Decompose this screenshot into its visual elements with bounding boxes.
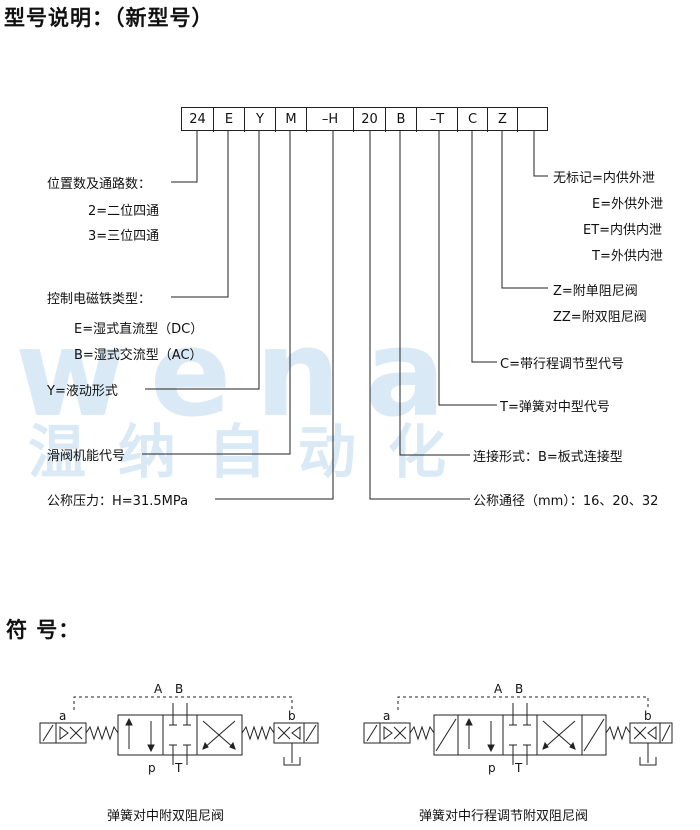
label-connection: 连接形式：B=板式连接型 — [473, 450, 623, 465]
solenoid-b — [303, 722, 319, 744]
stroke-adjust-right — [581, 714, 607, 756]
leader-hydraulic — [145, 131, 260, 390]
symbol-1-caption: 弹簧对中附双阻尼阀 — [107, 809, 225, 824]
code-box-y: Y — [245, 108, 276, 132]
code-box-t: –T — [417, 108, 458, 132]
leader-lines — [142, 131, 548, 500]
port-a-label: A — [494, 682, 503, 696]
label-stroke-c: C=带行程调节型代号 — [500, 357, 624, 372]
code-box-m: M — [276, 108, 307, 132]
label-drain-none: 无标记=内供外泄 — [553, 171, 655, 186]
spring-left — [85, 725, 119, 741]
code-box-z: Z — [488, 108, 518, 132]
symbol-2-caption: 弹簧对中行程调节附双阻尼阀 — [419, 809, 589, 824]
watermark-company: 温纳自动化 — [28, 418, 479, 486]
label-damper-z: Z=附单阻尼阀 — [553, 284, 638, 299]
pilot-b-label: b — [644, 709, 652, 723]
solenoid-b — [659, 722, 673, 744]
label-drain-et: ET=内供内泄 — [583, 223, 663, 238]
label-drain-e: E=外供外泄 — [592, 197, 664, 212]
leader-function — [142, 131, 291, 455]
port-b-label: B — [515, 682, 523, 696]
port-t-label: T — [514, 761, 523, 775]
label-diameter: 公称通径（mm）：16、20、32 — [473, 494, 659, 509]
valve-symbol-2: A B p T a b — [363, 682, 673, 775]
symbol-title: 符 号： — [6, 618, 81, 642]
pilot-b-label: b — [288, 709, 296, 723]
label-pressure: 公称压力：H=31.5MPa — [47, 494, 189, 509]
label-solenoid-b: B=湿式交流型（AC） — [74, 348, 203, 363]
valve-envelope-left — [117, 714, 164, 756]
label-solenoid-title: 控制电磁铁类型： — [47, 292, 152, 307]
watermark-logo: wena — [15, 305, 470, 444]
pilot-a-label: a — [59, 709, 66, 723]
code-box-b: B — [386, 108, 417, 132]
pilot-dashed-line — [73, 696, 293, 710]
spring-right — [241, 725, 275, 741]
port-p-label: p — [148, 761, 156, 775]
label-positions-2: 2=二位四通 — [88, 204, 160, 219]
leader-connection — [399, 131, 470, 456]
valve-envelope-center — [502, 714, 538, 756]
port-t-label: T — [174, 761, 183, 775]
valve-envelope-center — [162, 714, 198, 756]
label-drain-t: T=外供内泄 — [592, 249, 663, 264]
label-hydraulic: Y=液动形式 — [47, 384, 118, 399]
label-solenoid-e: E=湿式直流型（DC） — [74, 322, 204, 337]
label-function: 滑阀机能代号 — [47, 449, 126, 464]
spring-right — [605, 725, 631, 741]
port-p-label: p — [488, 761, 496, 775]
code-box-h: –H — [307, 108, 354, 132]
leader-diameter — [369, 131, 470, 500]
code-box-c: C — [458, 108, 488, 132]
pilot-a-label: a — [383, 709, 390, 723]
leader-drain — [533, 131, 548, 177]
valve-symbol-1: A B p T a b — [39, 682, 319, 775]
leader-stroke — [471, 131, 497, 363]
port-b-label: B — [175, 682, 183, 696]
code-box-e: E — [214, 108, 245, 132]
leader-solenoid — [171, 131, 229, 298]
leader-spring — [438, 131, 497, 406]
valve-envelope-left — [457, 714, 504, 756]
model-title: 型号说明：（新型号） — [4, 6, 214, 30]
spring-left — [409, 725, 435, 741]
label-damper-zz: ZZ=附双阻尼阀 — [553, 310, 647, 325]
leader-positions — [171, 131, 198, 183]
leader-damper — [501, 131, 548, 289]
label-positions-title: 位置数及通路数： — [47, 177, 152, 192]
label-positions-3: 3=三位四通 — [88, 229, 160, 244]
pilot-dashed-line — [397, 696, 649, 710]
model-code-boxes: 24 E Y M –H 20 B –T C Z — [181, 107, 548, 132]
port-a-label: A — [154, 682, 163, 696]
valve-envelope-right — [196, 714, 243, 756]
code-box-20: 20 — [354, 108, 386, 132]
label-spring-t: T=弹簧对中型代号 — [500, 400, 610, 415]
code-box-24: 24 — [182, 108, 214, 132]
leader-pressure — [215, 131, 334, 500]
